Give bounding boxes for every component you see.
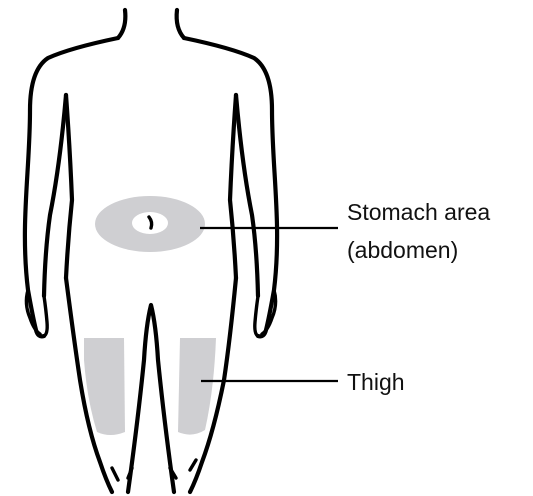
- right-knee-mark-inner: [190, 460, 196, 470]
- left-arm-inner: [44, 95, 66, 296]
- neck-right: [177, 10, 184, 38]
- stomach-area-label: Stomach area (abdomen): [347, 198, 490, 264]
- right-torso-side: [230, 95, 236, 278]
- thigh-area-shading-right: [178, 338, 216, 435]
- neck-left: [118, 10, 125, 38]
- inner-legs: [128, 305, 174, 492]
- left-torso-side: [66, 95, 72, 278]
- stomach-area-label-line-1: Stomach area: [347, 198, 490, 226]
- left-knee-mark: [112, 468, 118, 480]
- right-arm-inner: [236, 95, 258, 296]
- navel: [149, 217, 152, 228]
- thigh-label: Thigh: [347, 368, 405, 396]
- thigh-label-line-1: Thigh: [347, 368, 405, 396]
- thigh-area-shading-left: [84, 338, 125, 435]
- stomach-area-label-line-2: (abdomen): [347, 236, 490, 264]
